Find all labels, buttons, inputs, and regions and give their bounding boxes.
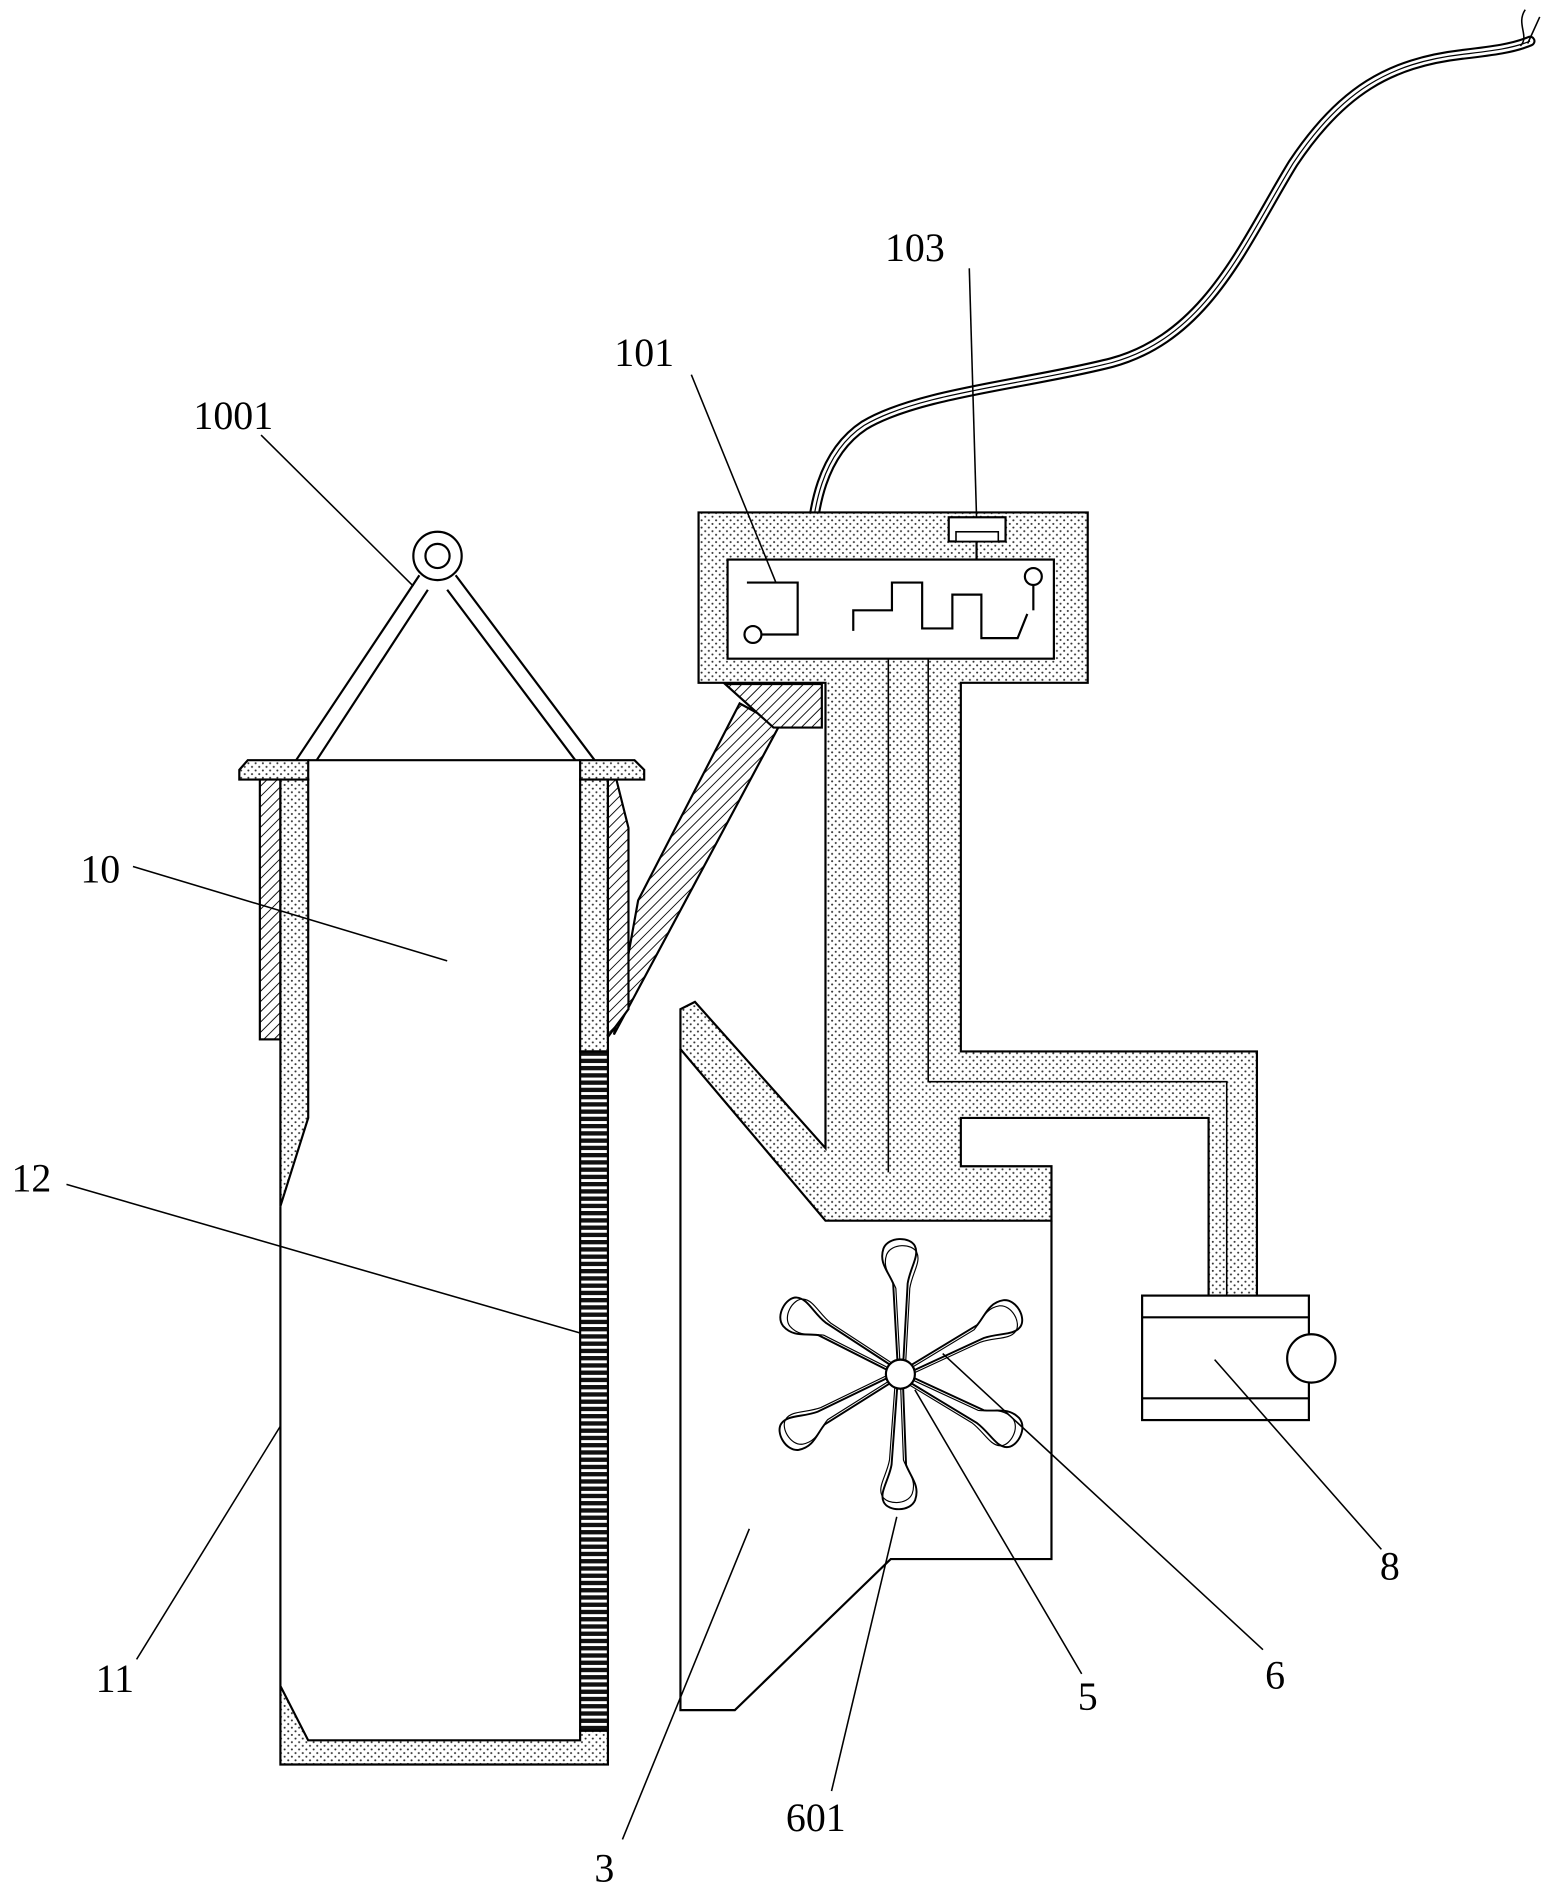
fan-blade: [902, 1363, 1030, 1453]
label-3: 3: [594, 1846, 614, 1889]
leader-103: [968, 268, 978, 518]
leader-lines: [66, 268, 1383, 1840]
container: [238, 759, 646, 1766]
leader-101: [690, 374, 777, 583]
right-flange: [579, 759, 646, 781]
right-wall: [579, 778, 610, 1053]
support-arm: [612, 682, 823, 1036]
pipe-body: [679, 511, 1259, 1297]
label-12: 12: [11, 1156, 51, 1201]
leader-10: [132, 865, 448, 962]
label-1001: 1001: [193, 393, 273, 438]
leader-11: [135, 1425, 282, 1660]
leader-6: [942, 1353, 1264, 1651]
inner-wire-b: [927, 658, 1228, 1296]
hanger: [295, 530, 596, 761]
leader-12: [66, 1183, 581, 1334]
power-cable: [804, 9, 1541, 566]
fan-blade: [773, 1364, 898, 1457]
fan-blade: [903, 1293, 1029, 1385]
reference-labels: 103 101 1001 10 12 11 3 601 5 6 8: [11, 225, 1399, 1889]
fan-blade: [879, 1385, 920, 1511]
label-601: 601: [786, 1795, 846, 1840]
label-5: 5: [1078, 1674, 1098, 1719]
leader-5: [914, 1389, 1083, 1675]
gear-rack: [579, 1050, 610, 1732]
container-bottom: [279, 1685, 610, 1766]
fan-blade: [773, 1291, 899, 1384]
leader-601: [830, 1516, 898, 1792]
motor-knob: [1286, 1333, 1337, 1384]
label-11: 11: [96, 1656, 134, 1701]
switch-component: [947, 516, 1007, 560]
label-103: 103: [885, 225, 945, 270]
fan-impeller: [773, 1238, 1030, 1511]
fan-hub: [884, 1358, 916, 1390]
leader-8: [1214, 1359, 1383, 1550]
motor-unit: [1141, 1294, 1337, 1422]
left-flange: [238, 759, 310, 781]
label-8: 8: [1380, 1544, 1400, 1589]
leader-1001: [260, 434, 414, 587]
right-hatched-wedge: [606, 778, 630, 1041]
label-6: 6: [1265, 1652, 1285, 1697]
left-wall: [279, 778, 310, 1207]
circuit-board: [726, 558, 1055, 660]
leader-3: [621, 1528, 751, 1840]
label-101: 101: [614, 330, 674, 375]
label-10: 10: [80, 846, 120, 891]
fan-housing: [679, 1049, 1053, 1712]
fan-blade: [881, 1238, 919, 1363]
